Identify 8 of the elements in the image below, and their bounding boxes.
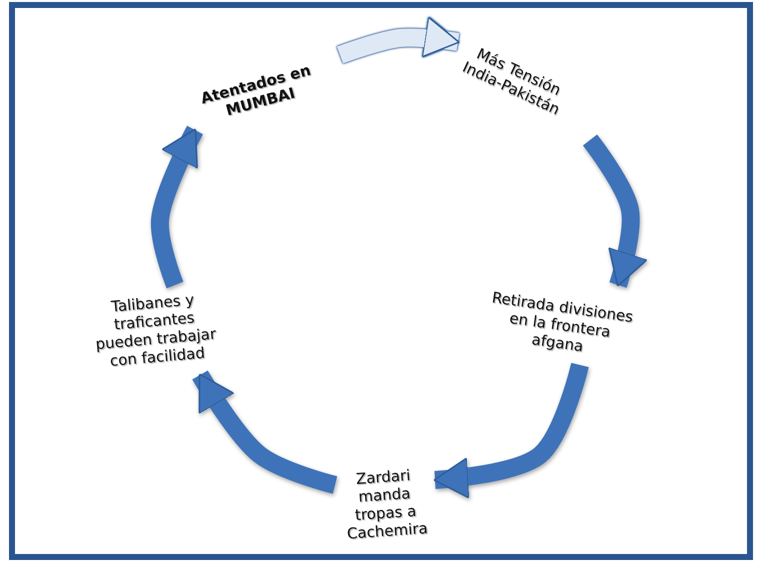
step-text: Talibanes y traficantes pueden trabajar con facilidad bbox=[94, 290, 218, 372]
curved-arrow bbox=[192, 370, 338, 494]
curved-arrow bbox=[150, 126, 203, 288]
curved-arrow bbox=[582, 134, 648, 288]
step-text: Retirada divisiones en la frontera afgana bbox=[490, 288, 636, 358]
step-text: Zardari manda tropas a Cachemira bbox=[345, 465, 428, 543]
curved-arrow bbox=[336, 16, 460, 64]
curved-arrow bbox=[433, 362, 589, 498]
